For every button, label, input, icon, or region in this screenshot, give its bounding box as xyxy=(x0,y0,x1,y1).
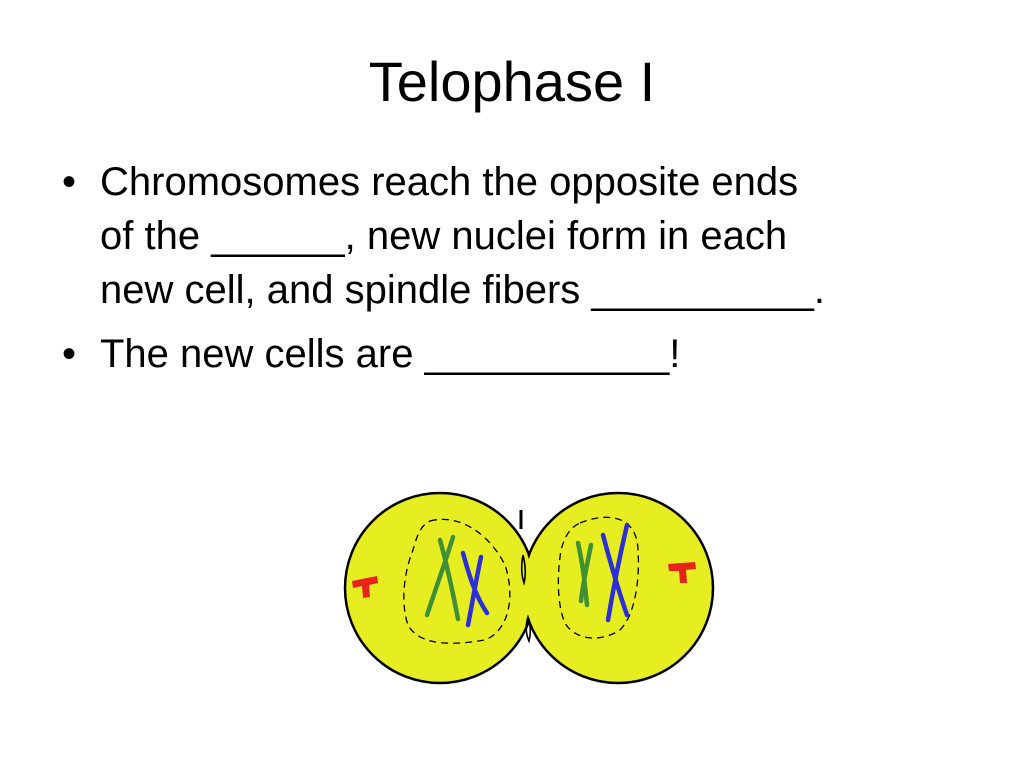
right-centriole xyxy=(668,562,696,583)
forming-nuclei xyxy=(403,516,640,644)
blue-chromosome xyxy=(605,522,630,623)
slide-title: Telophase I xyxy=(368,50,656,113)
left-cell-fill xyxy=(346,494,534,682)
left-nuclear-envelope xyxy=(403,518,511,644)
bullet-item: • The new cells are ___________! xyxy=(62,327,942,381)
left-centriole xyxy=(352,576,378,598)
bullet-marker: • xyxy=(62,332,77,376)
bullet-list: • Chromosomes reach the opposite ends of… xyxy=(62,155,942,391)
bullet-item: • Chromosomes reach the opposite ends of… xyxy=(62,155,942,317)
furrow-mark xyxy=(525,614,532,644)
centrioles xyxy=(352,562,696,598)
green-chromosome xyxy=(437,537,461,622)
green-chromosome xyxy=(578,542,594,604)
bullet-line: The new cells are ___________! xyxy=(100,332,681,376)
blue-chromosome xyxy=(465,554,484,628)
blue-chromosome xyxy=(460,550,490,616)
right-nuclear-envelope xyxy=(557,516,640,639)
dividing-cell xyxy=(343,491,715,685)
bullet-line: of the ______, new nuclei form in each xyxy=(100,214,788,258)
cell-division-illustration xyxy=(343,491,715,685)
bullet-line: Chromosomes reach the opposite ends xyxy=(100,160,799,204)
bullet-marker: • xyxy=(62,160,77,204)
bullet-line: new cell, and spindle fibers __________. xyxy=(100,268,825,312)
right-chromosomes xyxy=(575,522,630,623)
telophase-cell-diagram xyxy=(335,455,735,720)
cleavage-furrow xyxy=(519,510,532,644)
furrow-mark xyxy=(520,554,527,586)
left-chromosomes xyxy=(424,534,490,628)
green-chromosome xyxy=(424,534,456,618)
